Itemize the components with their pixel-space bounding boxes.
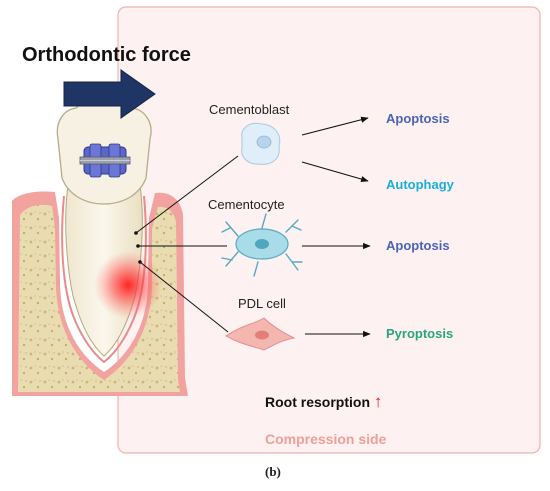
cementoblast-cell [241, 122, 281, 165]
leader-lines [134, 155, 239, 333]
cementoblast-label: Cementoblast [209, 102, 290, 117]
arrow-cementoblast-autophagy [301, 161, 369, 183]
increase-arrow-icon: ↑ [373, 392, 383, 411]
outcome-apoptosis-cementocyte: Apoptosis [386, 238, 450, 253]
figure-title: Orthodontic force [22, 44, 191, 66]
outcome-arrows [301, 116, 371, 338]
outcome-pyroptosis: Pyroptosis [386, 326, 454, 341]
pdl-cell-label: PDL cell [238, 296, 286, 311]
outcome-autophagy: Autophagy [386, 177, 454, 192]
compression-side-label: Compression side [265, 431, 387, 447]
arrow-cementoblast-apoptosis [301, 116, 369, 136]
alveolar-bone [18, 204, 180, 392]
force-arrow [63, 69, 156, 119]
root-resorption: Root resorption ↑ [265, 392, 382, 412]
inflammation-glow [94, 251, 162, 319]
panel-label: (b) [265, 464, 281, 479]
bracket [79, 143, 131, 178]
cementocyte-cell [221, 213, 303, 277]
pdl-cell [225, 317, 296, 351]
cementocyte-label: Cementocyte [208, 197, 285, 212]
root-resorption-label: Root resorption [265, 394, 370, 410]
outcome-apoptosis-cementoblast: Apoptosis [386, 111, 450, 126]
